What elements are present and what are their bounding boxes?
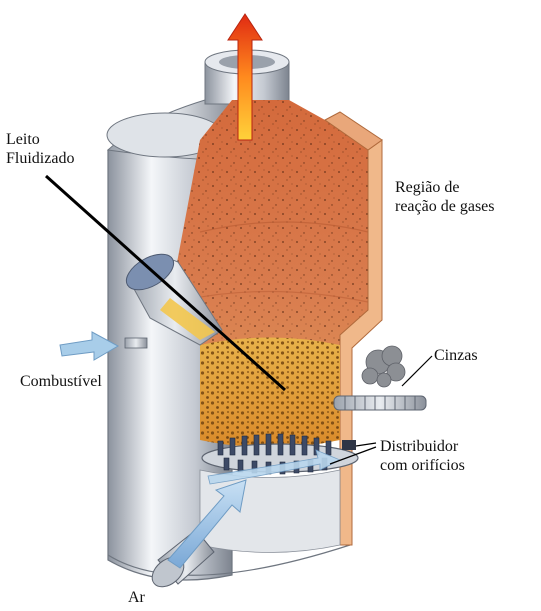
label-regiao-line2: reação de gases: [395, 197, 495, 216]
label-ar: Ar: [128, 588, 145, 607]
leader-cinzas: [402, 356, 432, 386]
label-leito-line2: Fluidizado: [6, 149, 74, 168]
label-distribuidor-line2: com orifícios: [380, 456, 465, 475]
leader-distribuidor-a: [356, 443, 376, 446]
label-cinzas: Cinzas: [434, 346, 478, 365]
label-distribuidor-line1: Distribuidor: [380, 437, 465, 456]
label-combustivel: Combustível: [20, 372, 102, 391]
label-leito-fluidizado: Leito Fluidizado: [6, 130, 74, 168]
label-regiao-reacao-gases: Região de reação de gases: [395, 178, 495, 216]
fuel-inlet-pipe: [125, 338, 147, 348]
label-regiao-line1: Região de: [395, 178, 495, 197]
label-leito-line1: Leito: [6, 130, 74, 149]
fluidized-bed: [200, 338, 340, 448]
label-distribuidor: Distribuidor com orifícios: [380, 437, 465, 475]
